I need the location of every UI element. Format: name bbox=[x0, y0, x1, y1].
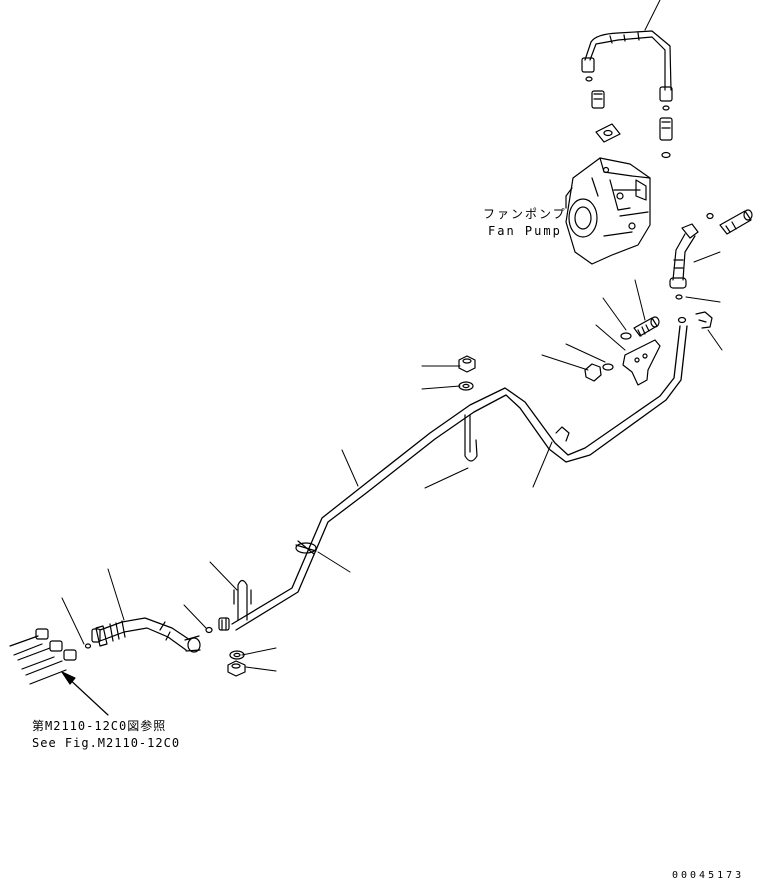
o-ring-pipe-top bbox=[677, 316, 687, 324]
reference-hoses bbox=[9, 628, 77, 685]
reference-note-jp: 第M2110-12C0図参照 bbox=[32, 719, 167, 733]
u-bolt-lower bbox=[233, 579, 252, 621]
elbow-fitting-right bbox=[695, 311, 713, 329]
washer-upper bbox=[458, 381, 474, 391]
mounting-bracket bbox=[622, 339, 661, 386]
bolt-bracket bbox=[633, 316, 660, 337]
drawing-number: 00045173 bbox=[672, 870, 745, 881]
reference-arrow bbox=[61, 671, 109, 716]
adapter-top-left bbox=[585, 76, 605, 109]
washer-bracket bbox=[620, 332, 632, 340]
pump-outlet-fitting bbox=[706, 209, 753, 235]
pipe-clip bbox=[555, 426, 570, 442]
left-hose bbox=[91, 617, 201, 653]
o-ring-right bbox=[675, 294, 683, 300]
main-tube-line bbox=[231, 325, 688, 631]
fan-pump-label-jp: ファンポンプ bbox=[483, 207, 567, 221]
flange-fitting bbox=[595, 123, 621, 143]
u-bolt-upper bbox=[464, 414, 478, 462]
right-hose bbox=[669, 223, 699, 289]
nut-bracket bbox=[584, 363, 614, 382]
adapter-top-right bbox=[659, 105, 673, 159]
nut-upper bbox=[458, 355, 476, 373]
o-ring-left bbox=[84, 643, 92, 649]
fan-pump-body bbox=[565, 157, 651, 265]
reference-note-en: See Fig.M2110-12C0 bbox=[32, 736, 181, 750]
top-hose bbox=[581, 30, 673, 102]
pipe-end-fitting-left bbox=[205, 617, 230, 634]
fan-pump-label-en: Fan Pump bbox=[488, 224, 562, 238]
leader-lines bbox=[61, 0, 723, 672]
nut-lower bbox=[227, 660, 246, 677]
pipe-clamp bbox=[295, 540, 317, 555]
